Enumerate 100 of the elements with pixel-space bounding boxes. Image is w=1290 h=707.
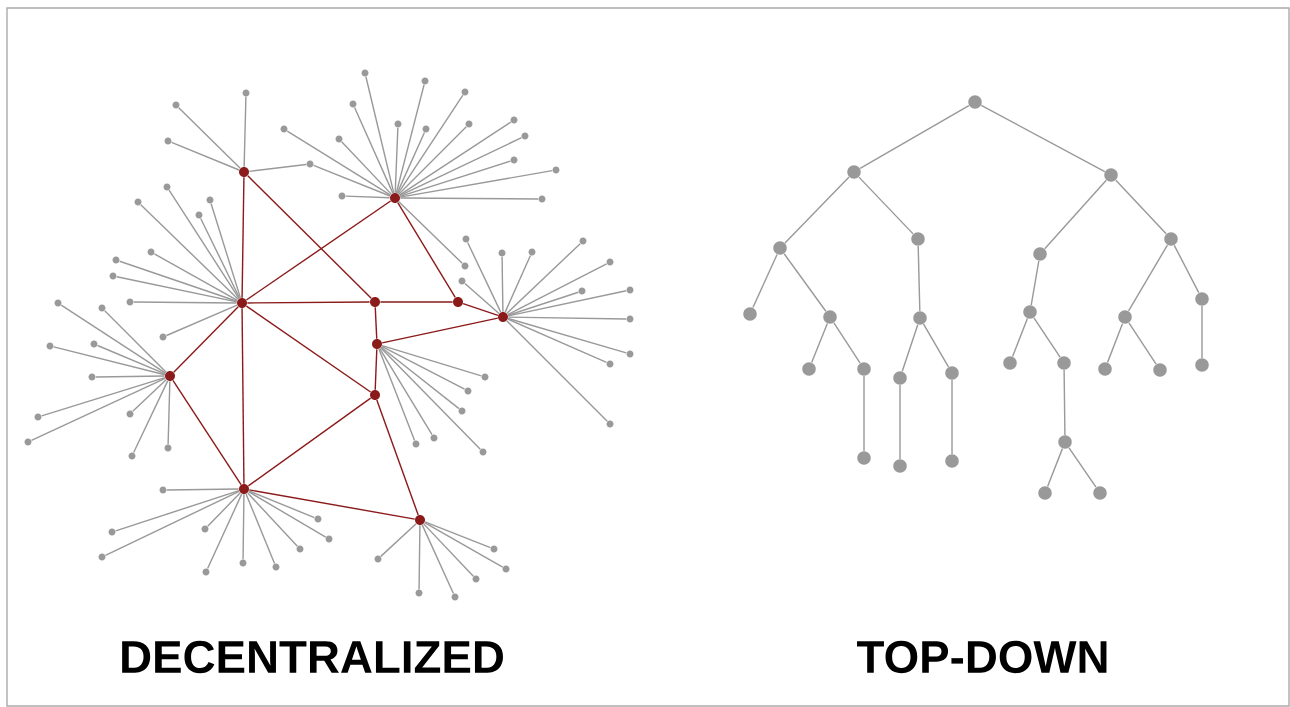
- spoke-line: [245, 493, 276, 565]
- spoke-line: [133, 301, 238, 304]
- spoke-line: [464, 282, 500, 315]
- spoke-line: [399, 160, 512, 198]
- network-link: [173, 306, 239, 373]
- tree-node-dot: [1093, 486, 1107, 500]
- tree-branch: [1127, 244, 1169, 312]
- spoke-line: [166, 488, 240, 491]
- spoke-line: [140, 204, 239, 300]
- spoke-line: [394, 127, 399, 194]
- spoke-line: [206, 493, 243, 570]
- tree-node-dot: [1195, 292, 1209, 306]
- tree-node-dot: [1003, 356, 1017, 370]
- spoke-line: [116, 276, 238, 303]
- tree-node-dot: [1195, 358, 1209, 372]
- tree-branch: [833, 322, 861, 364]
- spoke-line: [398, 121, 512, 196]
- tree-node-dot: [1098, 362, 1112, 376]
- spoke-line: [501, 256, 504, 313]
- tree-node-dot: [945, 454, 959, 468]
- tree-branch: [1011, 317, 1029, 358]
- spoke-line: [507, 317, 627, 354]
- network-link: [462, 303, 499, 316]
- tree-branch: [1068, 447, 1097, 488]
- spoke-line: [345, 195, 391, 199]
- spoke-line: [507, 263, 608, 316]
- tree-branch: [1030, 260, 1040, 306]
- spoke-line: [397, 94, 464, 195]
- spoke-line: [506, 242, 581, 315]
- spoke-line: [424, 521, 492, 549]
- tree-branch: [1046, 447, 1064, 488]
- tree-node-dot: [1164, 232, 1178, 246]
- spoke-line: [353, 106, 394, 194]
- network-link: [245, 305, 372, 393]
- spoke-line: [114, 489, 240, 532]
- spoke-line: [286, 130, 392, 196]
- spoke-line: [167, 380, 171, 445]
- tree-node-dot: [893, 371, 907, 385]
- spoke-line: [506, 320, 608, 422]
- spoke-line: [398, 126, 467, 195]
- spoke-line: [399, 169, 553, 198]
- spoke-line: [248, 163, 307, 173]
- network-link: [379, 301, 454, 303]
- tree-node-dot: [893, 459, 907, 473]
- tree-branch: [1106, 322, 1124, 364]
- network-link: [241, 307, 245, 485]
- spoke-line: [507, 318, 608, 364]
- tree-branch: [752, 253, 778, 309]
- spoke-line: [379, 347, 433, 436]
- network-link: [245, 200, 392, 301]
- spoke-line: [380, 347, 481, 450]
- tree-node-dot: [857, 362, 871, 376]
- spoke-line: [168, 189, 240, 300]
- spoke-line: [178, 107, 241, 169]
- spoke-line: [365, 76, 395, 194]
- network-link: [381, 317, 499, 344]
- network-link: [247, 175, 372, 299]
- spoke-line: [507, 290, 627, 317]
- spoke-line: [95, 375, 166, 378]
- network-link: [248, 489, 416, 520]
- network-link: [374, 306, 378, 340]
- spoke-line: [418, 524, 421, 590]
- spoke-line: [30, 377, 166, 442]
- tree-node-dot: [913, 311, 927, 325]
- spoke-line: [395, 84, 425, 194]
- tree-node-dot: [1038, 486, 1052, 500]
- tree-node-dot: [823, 310, 837, 324]
- spoke-line: [396, 131, 426, 194]
- tree-node-dot: [945, 366, 959, 380]
- spoke-line: [466, 241, 502, 313]
- network-link: [374, 348, 378, 391]
- spoke-line: [40, 376, 166, 417]
- tree-node-dot: [743, 307, 757, 321]
- tree-branch: [1063, 369, 1066, 436]
- tree-branch: [810, 322, 829, 364]
- tree-node-dot: [1023, 305, 1037, 319]
- tree-branch: [917, 245, 921, 312]
- network-link: [241, 176, 245, 299]
- spoke-line: [507, 291, 580, 317]
- spoke-line: [248, 490, 316, 519]
- spoke-line: [398, 201, 463, 265]
- spoke-line: [132, 380, 169, 454]
- network-link: [397, 201, 456, 299]
- tree-branch: [1115, 179, 1167, 235]
- spoke-line: [380, 522, 417, 558]
- spoke-line: [153, 253, 239, 302]
- tree-branch: [858, 176, 914, 235]
- spoke-line: [340, 141, 393, 195]
- spoke-line: [96, 344, 166, 375]
- spoke-line: [243, 96, 247, 168]
- tree-node-dot: [802, 362, 816, 376]
- spoke-line: [60, 304, 167, 374]
- tree-node-dot: [1033, 247, 1047, 261]
- tree-branch: [922, 323, 950, 368]
- spoke-line: [423, 523, 475, 577]
- tree-node-dot: [1058, 435, 1072, 449]
- tree-branch: [859, 104, 970, 170]
- network-link: [246, 301, 371, 304]
- spoke-line: [312, 164, 391, 197]
- spoke-line: [380, 346, 460, 410]
